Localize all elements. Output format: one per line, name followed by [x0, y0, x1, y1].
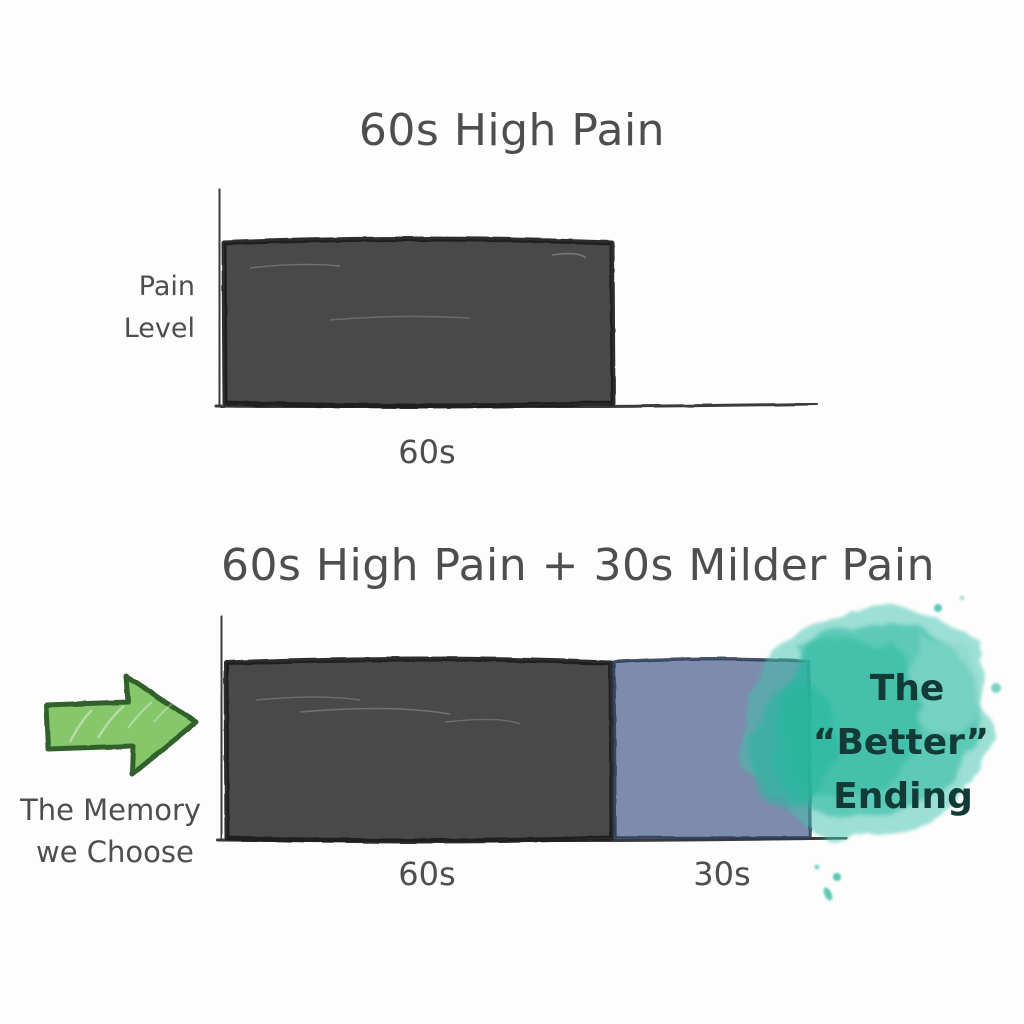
watercolor-splatter-4	[823, 887, 833, 901]
memory-label-line2: we Choose	[36, 835, 194, 869]
y-axis-label-line1: Pain	[139, 271, 195, 302]
chart-top-bar-highlight-2	[329, 315, 471, 321]
arrow-highlight-2	[96, 705, 125, 739]
chart-bottom-bar-high-pain	[223, 656, 615, 844]
chart-top-y-axis-label: Pain Level	[124, 271, 195, 344]
better-ending-line3: Ending	[833, 776, 973, 817]
memory-callout: The Memory we Choose	[19, 673, 201, 869]
y-axis-label-line2: Level	[124, 313, 195, 344]
chart-bottom-title: 60s High Pain + 30s Milder Pain	[221, 540, 935, 591]
chart-top-y-axis	[217, 188, 222, 406]
arrow-highlight-4	[153, 703, 173, 723]
chart-top-bar-high-pain	[221, 236, 616, 409]
chart-top: 60s High Pain Pain Level 60s	[124, 105, 818, 471]
chart-top-bar-fill	[224, 239, 613, 406]
better-ending-line1: The	[870, 668, 945, 709]
chart-top-bar-outline	[221, 236, 616, 409]
watercolor-layer-5	[915, 638, 978, 737]
memory-label-line1: The Memory	[19, 793, 201, 827]
watercolor-splatter-3	[833, 873, 841, 881]
watercolor-splatter-1	[934, 604, 942, 612]
chart-bottom-bar-fill	[226, 659, 612, 841]
better-ending-line2: “Better”	[813, 722, 989, 763]
watercolor-layer-4	[751, 680, 836, 808]
watercolor-splatter-2	[991, 683, 1001, 693]
chart-top-title: 60s High Pain	[359, 105, 665, 156]
watercolor-splatter-5	[814, 864, 820, 870]
chart-bottom-tick-60s: 60s	[398, 855, 455, 893]
arrow-outline	[43, 673, 199, 777]
arrow-highlight-3	[127, 701, 153, 729]
arrow-highlight-1	[68, 709, 93, 743]
chart-bottom: 60s High Pain + 30s Milder Pain	[216, 540, 1001, 901]
right-arrow-icon	[43, 673, 199, 777]
chart-bottom-bar-highlight	[255, 696, 361, 701]
better-ending-annotation: The “Better” Ending	[813, 668, 989, 817]
chart-bottom-bar-outline	[223, 656, 615, 844]
chart-bottom-tick-30s: 30s	[693, 855, 750, 893]
chart-bottom-y-axis	[219, 615, 224, 840]
chart-top-bar-highlight	[249, 263, 341, 269]
chart-top-tick-60s: 60s	[398, 433, 455, 471]
watercolor-blob-icon	[749, 595, 1001, 901]
chart-bottom-bar-highlight-2	[299, 707, 451, 715]
watercolor-splatter-6	[959, 595, 965, 601]
chart-bottom-bar-highlight-3	[444, 718, 521, 725]
chart-top-bar-highlight-3	[551, 252, 587, 259]
